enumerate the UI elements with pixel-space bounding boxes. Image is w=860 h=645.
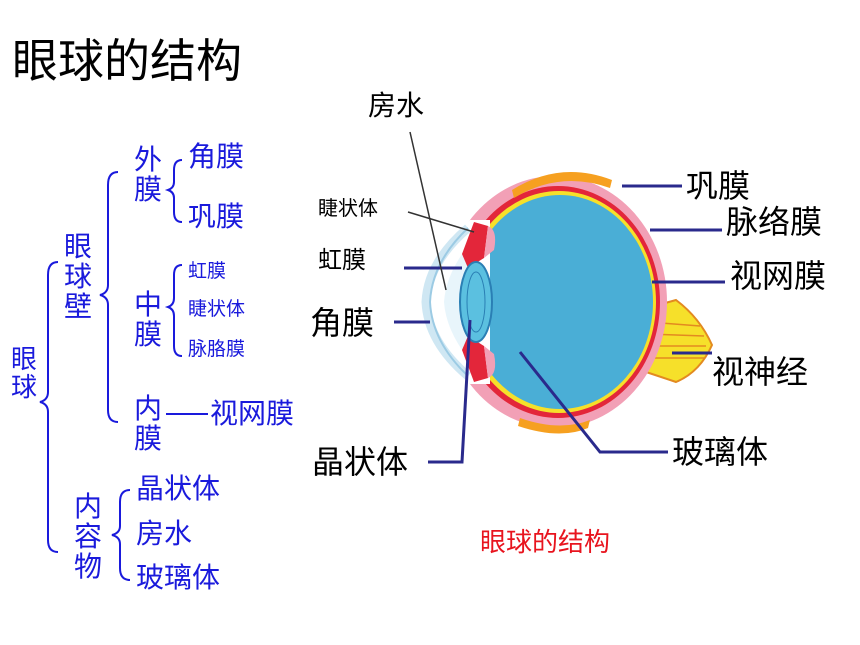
contents-item-vitreous: 玻璃体 xyxy=(136,561,221,594)
label-cornea: 角膜 xyxy=(310,304,375,342)
outer-brace xyxy=(164,159,183,223)
middle-item-choroid: 脉胳膜 xyxy=(188,338,246,360)
page-title: 眼球的结构 xyxy=(12,34,242,88)
leader-vitreous xyxy=(518,351,668,454)
label-sclera: 巩膜 xyxy=(686,167,751,205)
vitreous-body xyxy=(467,195,653,409)
leader-lens xyxy=(428,319,472,464)
label-ciliary: 睫状体 xyxy=(318,196,378,220)
outer-item-sclera: 巩膜 xyxy=(188,200,245,233)
label-choroid: 脉络膜 xyxy=(726,203,823,241)
root-brace xyxy=(39,261,59,553)
outer-item-cornea: 角膜 xyxy=(188,140,245,173)
contents-item-aqueous: 房水 xyxy=(136,517,193,550)
ciliary-upper xyxy=(484,226,496,258)
inner-membrane-label: 内膜 xyxy=(134,392,163,456)
middle-item-iris: 虹膜 xyxy=(188,260,227,282)
tree-root-label: 眼球 xyxy=(10,345,37,404)
contents-item-lens: 晶状体 xyxy=(136,472,221,505)
contents-brace xyxy=(111,489,131,581)
label-optic-nerve: 视神经 xyxy=(712,353,809,391)
leader-lines xyxy=(394,184,725,464)
label-retina: 视网膜 xyxy=(730,257,827,295)
eye-muscle-bottom xyxy=(518,418,590,434)
iris-upper xyxy=(462,222,488,268)
label-iris: 虹膜 xyxy=(318,246,366,274)
lens xyxy=(459,261,493,343)
outer-membrane-label: 外膜 xyxy=(134,143,163,207)
eye-muscle-top xyxy=(512,172,612,198)
aqueous-humor xyxy=(444,246,470,358)
label-lens: 晶状体 xyxy=(312,443,409,481)
cornea xyxy=(421,224,471,380)
leader-ciliary xyxy=(407,211,475,233)
wall-brace xyxy=(99,171,119,423)
wall-label: 眼球壁 xyxy=(64,230,93,324)
inner-item-retina: 视网膜 xyxy=(210,397,295,430)
diagram-caption: 眼球的结构 xyxy=(480,528,611,558)
label-aqueous: 房水 xyxy=(368,89,425,122)
ciliary-lower xyxy=(484,346,496,378)
label-vitreous: 玻璃体 xyxy=(672,433,769,471)
middle-membrane-label: 中膜 xyxy=(134,288,163,352)
contents-label: 内容物 xyxy=(74,490,103,584)
middle-item-ciliary: 睫状体 xyxy=(188,298,246,320)
middle-brace xyxy=(164,264,183,357)
leader-aqueous xyxy=(409,131,447,291)
